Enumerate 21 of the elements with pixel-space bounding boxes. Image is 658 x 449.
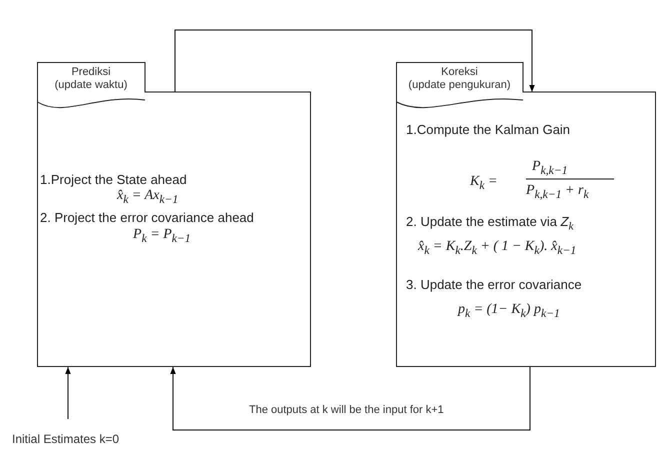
formula: x̂$_{k}$ = Ax$_{k−1}$	[117, 188, 178, 207]
step-text: 2. Project the error covariance ahead	[40, 210, 254, 225]
arrow	[170, 366, 530, 430]
edge-label: The outputs at k will be the input for k+1	[247, 404, 446, 416]
formula: K$_{k}$ =	[470, 174, 498, 193]
panel-heading: Koreksi (update pengukuran)	[407, 66, 512, 92]
formula: x̂$_{k}$ = K$_{k}$.Z$_{k}$ + ( 1 − K$_{k}$). x̂$_{k−1}$	[418, 239, 576, 258]
arrow	[174, 30, 535, 92]
step-text: 1.Project the State ahead	[40, 172, 187, 187]
formula: P$_{k,k−1}$	[532, 159, 568, 178]
document-panel	[396, 62, 656, 367]
arrow	[65, 366, 71, 420]
annotation-text: Initial Estimates k=0	[12, 432, 120, 447]
formula: p$_{k}$ = (1− K$_{k}$) p$_{k−1}$	[458, 302, 560, 321]
panel-heading: Prediksi (update waktu)	[54, 66, 128, 92]
step-text: 2. Update the estimate via Z$_{k}$	[406, 214, 574, 235]
step-text: 3. Update the error covariance	[406, 277, 582, 292]
formula: P$_{k}$ = P$_{k−1}$	[133, 227, 191, 246]
document-panel	[37, 62, 311, 367]
step-text: 1.Compute the Kalman Gain	[406, 122, 570, 137]
formula: P$_{k,k−1}$ + r$_{k}$	[526, 183, 589, 202]
